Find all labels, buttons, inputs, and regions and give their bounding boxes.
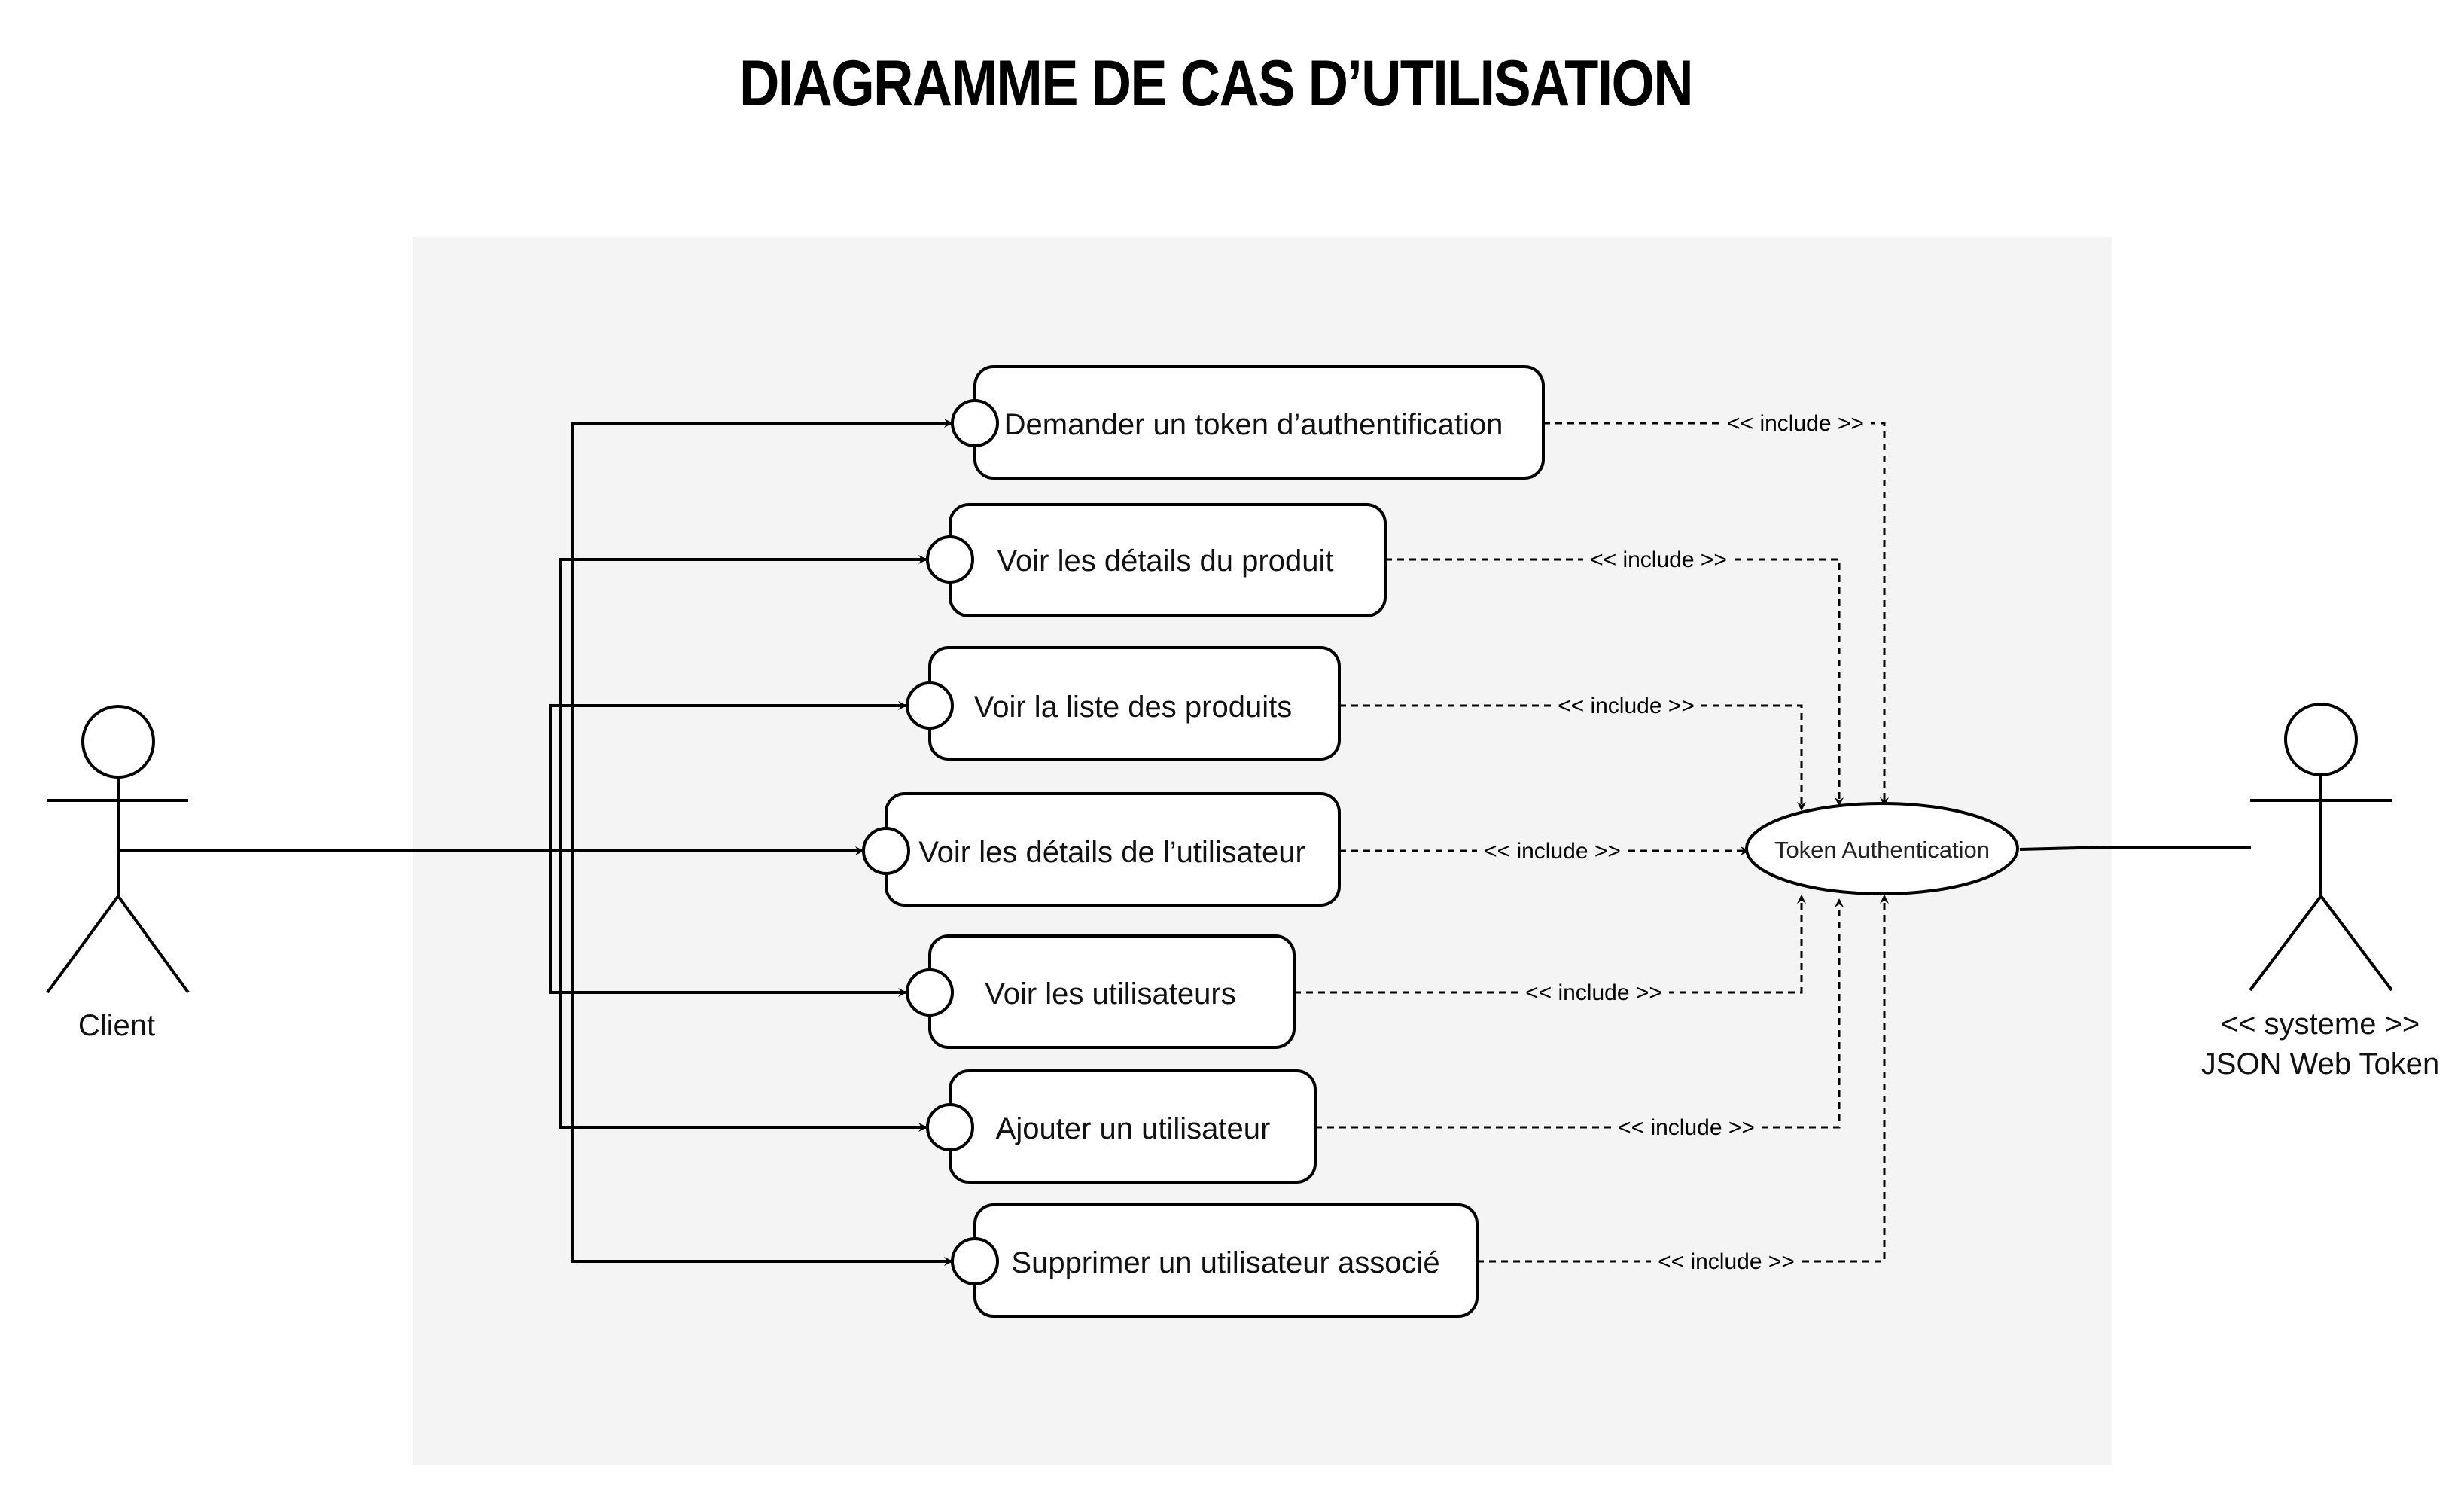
include-label-5: << include >> [1525,980,1662,1005]
usecase-port [926,1103,974,1151]
system-stereotype: << systeme >> [2221,1008,2420,1041]
usecase-6[interactable]: Ajouter un utilisateur [926,1069,1317,1184]
client-actor[interactable]: Client [46,705,190,1042]
usecase-port [862,827,910,875]
include-line-3 [1339,704,1806,811]
usecase-3[interactable]: Voir la liste des produits [906,646,1341,761]
include-label-6: << include >> [1618,1115,1755,1140]
client-head [81,705,155,779]
usecase-1[interactable]: Demander un token d’authentification [951,365,1545,480]
include-label-1: << include >> [1727,411,1864,436]
include-label-3: << include >> [1558,694,1695,718]
usecase-port [951,399,999,447]
include-line-5 [1294,895,1806,994]
system-association [2019,846,2251,851]
token-authentication-label: Token Authentication [1774,837,1990,863]
usecase-port [951,1237,999,1285]
usecase-4[interactable]: Voir les détails de l’utilisateur [862,792,1341,907]
system-label: JSON Web Token [2201,1047,2439,1081]
diagram-title: DIAGRAMME DE CAS D’UTILISATION [739,47,1694,120]
client-label: Client [78,1009,155,1042]
usecase-label: Voir les utilisateurs [985,977,1235,1011]
usecase-port [906,968,954,1017]
system-head [2284,703,2358,776]
include-line-1 [1543,422,1889,806]
usecase-5[interactable]: Voir les utilisateurs [906,934,1296,1049]
client-associations [118,419,953,1266]
system-actor[interactable]: << systeme >> JSON Web Token [2201,703,2439,1081]
include-line-6 [1315,898,1844,1129]
include-line-2 [1385,558,1844,806]
include-relations [1294,422,1889,1263]
usecase-2[interactable]: Voir les détails du produit [926,503,1387,617]
token-authentication-usecase[interactable]: Token Authentication [1745,802,2019,895]
include-label-2: << include >> [1590,547,1727,572]
usecase-port [906,681,954,730]
usecase-label: Supprimer un utilisateur associé [1011,1246,1439,1279]
usecase-label: Demander un token d’authentification [1004,408,1503,441]
usecase-label: Voir les détails du produit [997,544,1334,578]
usecase-label: Voir la liste des produits [974,691,1292,724]
include-label-4: << include >> [1484,839,1621,864]
include-line-7 [1477,895,1889,1263]
usecase-ellipse [1745,802,2019,895]
usecase-7[interactable]: Supprimer un utilisateur associé [951,1203,1479,1318]
include-labels: << include >> << include >> << include >… [1477,409,1871,1276]
include-label-7: << include >> [1658,1249,1795,1274]
usecase-label: Ajouter un utilisateur [996,1112,1271,1145]
usecase-port [926,535,974,584]
usecase-label: Voir les détails de l’utilisateur [918,836,1305,869]
